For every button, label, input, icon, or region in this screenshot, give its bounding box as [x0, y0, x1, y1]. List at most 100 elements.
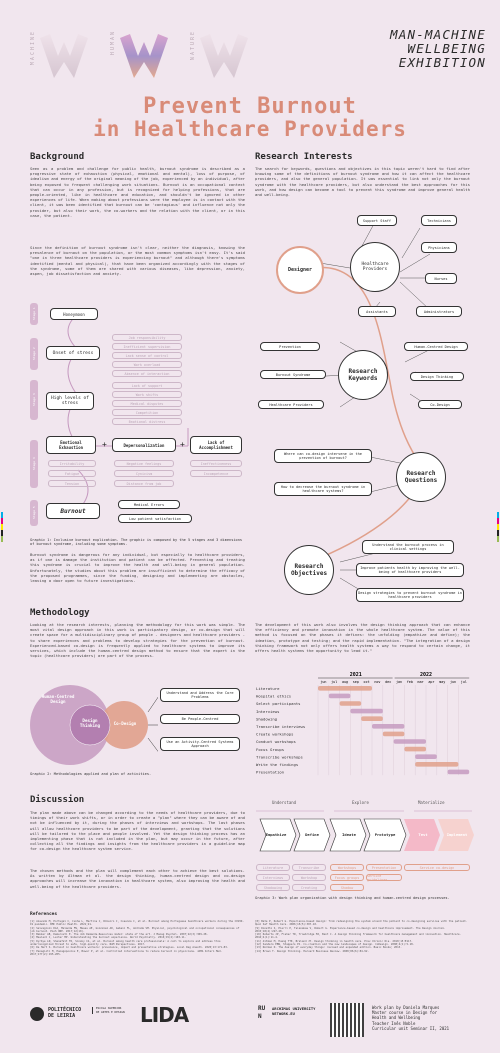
lida-logo: LIDA: [140, 1003, 189, 1027]
gantt-task-label: Create workshops: [256, 732, 293, 737]
plan-service-co-design: Service co-design: [404, 864, 470, 871]
gantt-month-label: apr: [428, 680, 434, 684]
gantt-month-label: jul: [461, 680, 467, 684]
background-heading: Background: [30, 152, 85, 162]
plan-workshop: Workshop: [292, 874, 326, 881]
role-support-staff: Support Staff: [357, 215, 397, 226]
gantt-bar: [339, 701, 362, 706]
role-physicians: Physicians: [421, 242, 457, 253]
keyword-prevention: Prevention: [260, 342, 320, 351]
calibration-marks-right: [497, 512, 499, 542]
graphic-2-caption: Graphic 2: Methodologies applied and pla…: [30, 772, 152, 776]
node-healthcare-providers: Healthcare Providers: [350, 242, 400, 292]
discussion-heading: Discussion: [30, 795, 85, 805]
objective-2: Improve patients health by improving the…: [356, 563, 464, 577]
gantt-task-label: Hospital ethics: [256, 694, 291, 699]
references-column-2: [8] Bate P, Robert G. Experience-based d…: [255, 920, 470, 953]
exhibition-line-3: EXHIBITION: [398, 55, 486, 70]
gantt-bar: [372, 724, 405, 729]
gantt-bar: [318, 686, 372, 691]
exhibition-line-2: WELLBEING: [407, 41, 486, 56]
reference-item: [5] Dyrbye LN, Shanafelt TD, Sinsky CA, …: [30, 939, 221, 947]
plan-shadow: Shadow: [330, 884, 364, 891]
politecnico-name: POLITÉCNICO DE LEIRIA: [48, 1007, 82, 1019]
esad-name: ESCOLA SUPERIOR DE ARTES E DESIGN: [92, 1006, 126, 1014]
ghost-disputes: Medical disputes: [112, 400, 182, 407]
plan-presentation: Presentation: [366, 864, 402, 871]
gantt-month-label: jan: [396, 680, 402, 684]
gantt-month-label: dec: [385, 680, 391, 684]
ghost-workload: Work overload: [112, 361, 182, 368]
reference-item: [12] Sanders EBN, Stappers PJ. Co-creati…: [255, 943, 415, 947]
page-title-line-2: in Healthcare Providers: [93, 117, 407, 141]
gantt-bar: [393, 739, 426, 744]
references-heading: References: [30, 912, 58, 917]
reference-item: [14] Brown T. Design thinking. Harvard B…: [255, 949, 369, 953]
methodology-paragraph-1: Looking at the research interests, plann…: [30, 622, 245, 659]
step-implement: Implement: [446, 832, 468, 837]
gantt-month-label: jun: [450, 680, 456, 684]
reference-item: [3] Bakker AB, Demerouti E. The Job Dema…: [30, 933, 209, 937]
logo-label-machine: MACHINE: [30, 30, 36, 66]
reference-item: [9] Donetto S, Pierri P, Tsianakas V, Ro…: [255, 926, 446, 933]
principle-activity-centred: Use an Activity-Centred Systems Approach: [160, 737, 240, 751]
stage-2-tag: Stage 2: [30, 338, 38, 370]
reference-item: [10] Roberts JP, Fisher TR, Trowbridge M…: [255, 933, 462, 940]
stage-4-tag: Stage 4: [30, 440, 38, 488]
stage-3-tag: Stage 3: [30, 380, 38, 420]
phase-materialize: Materialize: [418, 800, 445, 805]
gantt-month-label: nov: [374, 680, 380, 684]
ghost-tension: Tension: [48, 480, 96, 487]
dimension-depersonalization: Depersonalization: [112, 438, 176, 452]
role-assistants: Assistants: [358, 306, 396, 317]
background-paragraph-1: Seen as a problem and challenge for publ…: [30, 166, 245, 218]
step-define: Define: [305, 832, 319, 837]
gantt-month-label: aug: [342, 680, 348, 684]
ghost-cynicism: Cynicism: [114, 470, 174, 477]
stage-onset-of-stress: Onset of stress: [46, 346, 100, 360]
gantt-month-label: mar: [418, 680, 424, 684]
methodology-venn: [30, 685, 158, 765]
plan-shadowing: Shadowing: [256, 884, 290, 891]
ghost-shifts: Work shifts: [112, 391, 182, 398]
keyword-burnout-syndrome: Burnout Syndrome: [260, 370, 326, 379]
exhibition-line-1: MAN-MACHINE: [390, 27, 486, 42]
gantt-task-label: Literature: [256, 686, 280, 691]
reference-item: [4] Maslach C, Leiter MP. Understanding …: [30, 936, 187, 940]
ghost-fatigue: Fatigue: [48, 470, 96, 477]
gantt-month-label: may: [439, 680, 445, 684]
ghost-competition: Competition: [112, 409, 182, 416]
background-paragraph-2: Since the definition of burnout syndrome…: [30, 245, 245, 277]
question-1: Where can co-design intervene in the pre…: [274, 449, 372, 463]
research-paragraph: The search for keywords, questions and o…: [255, 166, 470, 198]
qr-code: [330, 1003, 364, 1037]
reference-item: [11] Altman M, Huang TTK, Breland JY. De…: [255, 939, 413, 943]
node-research-keywords: Research Keywords: [338, 350, 388, 400]
exhibition-title: MAN-MACHINE WELLBEING EXHIBITION: [390, 28, 486, 70]
venn-co-design: Co-Design: [113, 721, 137, 726]
page-title-line-1: Prevent Burnout: [143, 94, 357, 119]
reference-item: [8] Bate P, Robert G. Experience-based d…: [255, 920, 468, 927]
credit-line-1: Work plan by Daniela Marques: [372, 1005, 440, 1010]
keyword-healthcare-providers: Healthcare Providers: [258, 400, 324, 409]
logo-label-nature: NATURE: [190, 30, 196, 61]
gantt-task-label: Conduct workshops: [256, 739, 296, 744]
node-research-objectives: Research Objectives: [284, 545, 334, 595]
result-medical-errors: Medical Errors: [118, 500, 180, 509]
credit-line-5: Curricular unit Seminar II, 2021: [372, 1025, 450, 1031]
phase-explore: Explore: [352, 800, 369, 805]
credit-line-2: Master course in Design for: [372, 1010, 438, 1016]
calibration-marks-left: [1, 512, 3, 542]
credit-line-4: Teacher Inês Noble: [372, 1020, 416, 1026]
step-test: Test: [418, 832, 428, 837]
question-2: How to decrease the burnout syndrome in …: [274, 482, 372, 496]
graphic-1-caption: Graphic 1: Inclusive burnout explication…: [30, 538, 243, 546]
footer: POLITÉCNICO DE LEIRIA ESCOLA SUPERIOR DE…: [0, 995, 500, 1053]
ghost-emotional-distress: Emotional distress: [112, 418, 182, 425]
logo-label-human: HUMAN: [110, 30, 116, 56]
stage-burnout: Burnout: [46, 503, 100, 519]
discussion-paragraph-1: The plan made above can be changed accor…: [30, 810, 245, 852]
ghost-job-responsibility: Job responsibility: [112, 334, 182, 341]
ghost-distance: Distance from job: [114, 480, 174, 487]
